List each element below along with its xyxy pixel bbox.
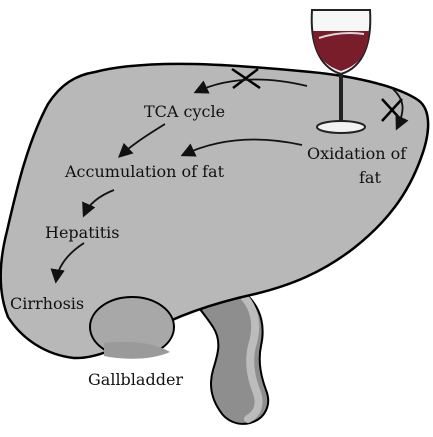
label-cirrhosis: Cirrhosis	[10, 294, 84, 313]
label-hepatitis: Hepatitis	[45, 223, 120, 242]
label-oxidation-of-fat-line-1: Oxidation of	[307, 144, 407, 163]
label-accumulation-of-fat: Accumulation of fat	[64, 162, 225, 181]
label-gallbladder: Gallbladder	[88, 370, 183, 389]
label-oxidation-of-fat-line-2: fat	[359, 168, 381, 187]
wine-base	[317, 121, 365, 133]
label-tca-cycle: TCA cycle	[144, 102, 225, 121]
